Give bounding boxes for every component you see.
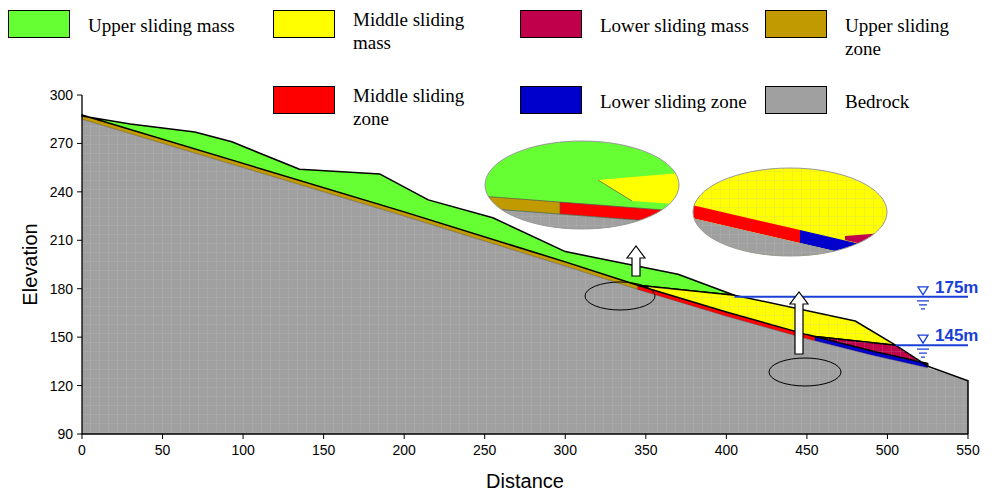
axis-tick: [77, 240, 82, 241]
axis-line: [82, 95, 968, 434]
legend-swatch: [765, 86, 827, 114]
tick-label: 250: [473, 442, 496, 458]
axis-tick: [887, 434, 888, 439]
magnify-arrow: [627, 246, 645, 276]
lower-sliding-mass: [815, 337, 928, 367]
legend-swatch: [8, 10, 70, 38]
water-level-label: 145m: [935, 326, 978, 346]
tick-label: 300: [554, 442, 577, 458]
axis-tick: [323, 434, 324, 439]
tick-label: 270: [50, 135, 73, 151]
legend-label: Bedrock: [845, 90, 995, 113]
tick-label: 350: [634, 442, 657, 458]
tick-label: 450: [795, 442, 818, 458]
legend-swatch: [765, 10, 827, 38]
water-level: [734, 296, 968, 298]
tick-label: 180: [50, 281, 73, 297]
water-level-label: 175m: [935, 278, 978, 298]
legend-label: Upper sliding mass: [88, 14, 238, 37]
legend-label: Lower sliding mass: [600, 14, 750, 37]
axis-tick: [968, 434, 969, 439]
legend-swatch: [520, 86, 582, 114]
tick-label: 150: [50, 329, 73, 345]
tick-label: 0: [78, 442, 86, 458]
focus-ellipse: [769, 358, 841, 386]
tick-label: 100: [231, 442, 254, 458]
tick-label: 240: [50, 184, 73, 200]
axis-tick: [77, 191, 82, 192]
axis-tick: [726, 434, 727, 439]
axis-tick: [484, 434, 485, 439]
axis-tick: [77, 288, 82, 289]
upper-sliding-mass: [82, 115, 734, 295]
axis-tick: [162, 434, 163, 439]
magnify-arrow: [790, 292, 808, 354]
outline: [928, 366, 968, 434]
axis-tick: [645, 434, 646, 439]
axis-tick: [806, 434, 807, 439]
tick-label: 200: [393, 442, 416, 458]
axis-title: Distance: [486, 470, 564, 493]
legend-swatch: [273, 86, 335, 114]
legend-label: Middle sliding mass: [353, 8, 503, 54]
water-symbol: [917, 349, 929, 357]
middle-sliding-mass-mesh: [638, 285, 896, 345]
tick-label: 500: [876, 442, 899, 458]
water-symbol: [918, 335, 928, 343]
inset-lower: [688, 162, 895, 270]
axis-tick: [77, 434, 82, 435]
axis-tick: [82, 434, 83, 439]
bedrock: [82, 119, 968, 434]
tick-label: 400: [715, 442, 738, 458]
axis-tick: [565, 434, 566, 439]
legend-label: Upper sliding zone: [845, 14, 985, 60]
tick-label: 120: [50, 378, 73, 394]
tick-label: 210: [50, 232, 73, 248]
legend-swatch: [273, 10, 335, 38]
legend-swatch: [520, 10, 582, 38]
tick-label: 150: [312, 442, 335, 458]
tick-label: 50: [155, 442, 171, 458]
bedrock-mesh: [82, 119, 968, 434]
upper-sliding-zone: [82, 115, 638, 289]
axis-tick: [77, 95, 82, 96]
inset-upper: [480, 135, 690, 240]
tick-label: 550: [956, 442, 979, 458]
axis-tick: [243, 434, 244, 439]
axis-tick: [77, 143, 82, 144]
axis-tick: [77, 385, 82, 386]
legend-label: Lower sliding zone: [600, 90, 750, 113]
axis-tick: [77, 337, 82, 338]
legend-label: Middle sliding zone: [353, 84, 503, 130]
lower-sliding-mass-mesh: [815, 337, 928, 367]
tick-label: 90: [57, 426, 73, 442]
axis-title: Elevation: [19, 223, 42, 305]
axis-tick: [404, 434, 405, 439]
focus-ellipse: [585, 282, 655, 310]
water-symbol: [917, 301, 929, 309]
water-symbol: [918, 287, 928, 295]
tick-label: 300: [50, 87, 73, 103]
middle-sliding-mass: [638, 285, 896, 345]
